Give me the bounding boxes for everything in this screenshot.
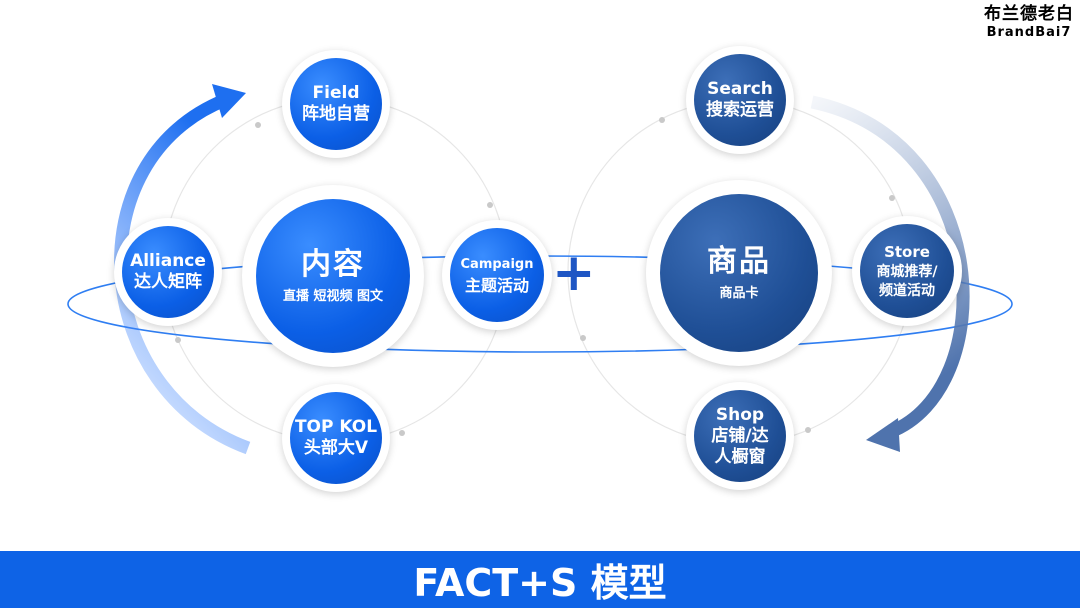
field-en: Field [312,83,360,103]
node-campaign: Campaign 主题活动 [450,228,544,322]
banner-title: FACT+S 模型 [413,561,667,605]
store-en: Store [884,242,930,261]
brand-cn: 布兰德老白 [984,4,1074,24]
brand-en: BrandBai7 [986,25,1072,40]
connector-dots [175,117,895,436]
plus-sign: + [552,243,596,303]
topkol-cn: 头部大V [303,438,369,458]
campaign-cn: 主题活动 [464,276,529,295]
shop-cn2: 人橱窗 [714,446,766,467]
node-shop: Shop 店铺/达 人橱窗 [694,390,786,482]
product-subtitle: 商品卡 [719,286,759,301]
node-field: Field 阵地自营 [290,58,382,150]
left-arrowhead [212,84,246,118]
node-alliance: Alliance 达人矩阵 [122,226,214,318]
alliance-en: Alliance [130,251,206,271]
topkol-en: TOP KOL [294,417,378,437]
content-title: 内容 [301,247,365,282]
search-cn: 搜索运营 [706,100,774,120]
title-banner: FACT+S 模型 [0,551,1080,608]
store-cn2: 频道活动 [879,282,935,299]
store-cn1: 商城推荐/ [876,263,938,280]
content-subtitle: 直播 短视频 图文 [282,289,384,304]
node-content: 内容 直播 短视频 图文 [256,199,410,353]
shop-en: Shop [715,404,765,425]
right-arrowhead [866,418,900,452]
field-cn: 阵地自营 [302,104,370,124]
search-en: Search [707,79,773,99]
node-product: 商品 商品卡 [660,194,818,352]
alliance-cn: 达人矩阵 [134,272,202,292]
node-topkol: TOP KOL 头部大V [290,392,382,484]
node-store: Store 商城推荐/ 频道活动 [860,224,954,318]
node-search: Search 搜索运营 [694,54,786,146]
brand-logo: 布兰德老白 BrandBai7 [984,4,1074,41]
product-title: 商品 [707,244,771,279]
campaign-en: Campaign [460,257,534,272]
shop-cn1: 店铺/达 [711,425,769,446]
